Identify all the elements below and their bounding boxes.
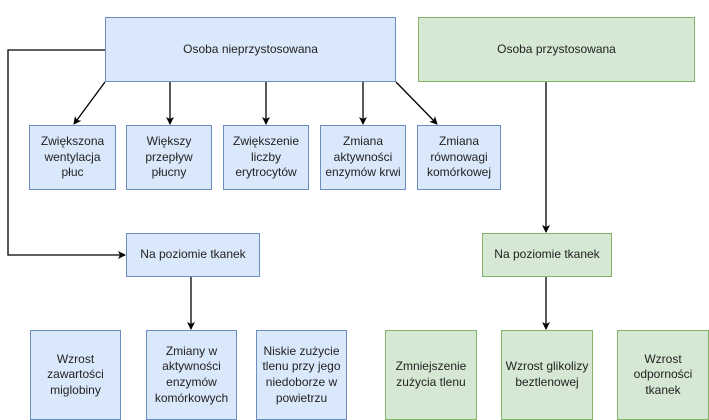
arrow-to-tissue-unadapted: [7, 49, 126, 259]
tissue-effect-box: Zmniejszenie zużycia tlenu: [385, 330, 477, 420]
tissue-effect-box: Zmiany w aktywności enzymów komórkowych: [146, 330, 237, 420]
arrow-to-effect-5: [395, 81, 438, 125]
adapted-tissue-box: Na poziomie tkanek: [482, 233, 612, 277]
effect-box: Większy przepływ płucny: [126, 125, 212, 190]
tissue-effect-box: Wzrost glikolizy beztlenowej: [501, 330, 593, 420]
tissue-effect-box: Niskie zużycie tlenu przy jego niedoborz…: [256, 330, 347, 420]
unadapted-person-box: Osoba nieprzystosowana: [105, 17, 396, 82]
tissue-effect-box: Wzrost zawartości miglobiny: [30, 330, 121, 420]
effect-label: Zmiana aktywności enzymów krwi: [325, 134, 401, 180]
tissue-effect-label: Wzrost odporności tkanek: [633, 351, 693, 397]
tissue-effect-label: Zmniejszenie zużycia tlenu: [395, 359, 467, 389]
effect-label: Zwiększona wentylacja płuc: [40, 134, 105, 180]
effect-label: Zmiana równowagi komórkowej: [426, 134, 492, 180]
unadapted-title: Osoba nieprzystosowana: [183, 41, 318, 56]
tissue-effect-box: Wzrost odporności tkanek: [617, 330, 709, 420]
adapted-title: Osoba przystosowana: [497, 41, 616, 56]
arrow-to-effect-1: [73, 81, 106, 125]
tissue-effect-label: Wzrost glikolizy beztlenowej: [505, 359, 589, 389]
tissue-effect-label: Zmiany w aktywności enzymów komórkowych: [154, 343, 229, 405]
adapted-person-box: Osoba przystosowana: [418, 17, 695, 82]
effect-box: Zmiana równowagi komórkowej: [417, 125, 501, 190]
effect-box: Zwiększenie liczby erytrocytów: [223, 125, 309, 190]
effect-box: Zmiana aktywności enzymów krwi: [320, 125, 406, 190]
effect-box: Zwiększona wentylacja płuc: [29, 125, 116, 190]
tissue-effect-label: Niskie zużycie tlenu przy jego niedoborz…: [262, 343, 341, 405]
effect-label: Zwiększenie liczby erytrocytów: [232, 134, 300, 180]
tissue-label: Na poziomie tkanek: [494, 247, 600, 262]
effect-label: Większy przepływ płucny: [145, 134, 193, 180]
tissue-label: Na poziomie tkanek: [140, 247, 246, 262]
unadapted-tissue-box: Na poziomie tkanek: [126, 233, 260, 277]
tissue-effect-label: Wzrost zawartości miglobiny: [47, 351, 104, 397]
